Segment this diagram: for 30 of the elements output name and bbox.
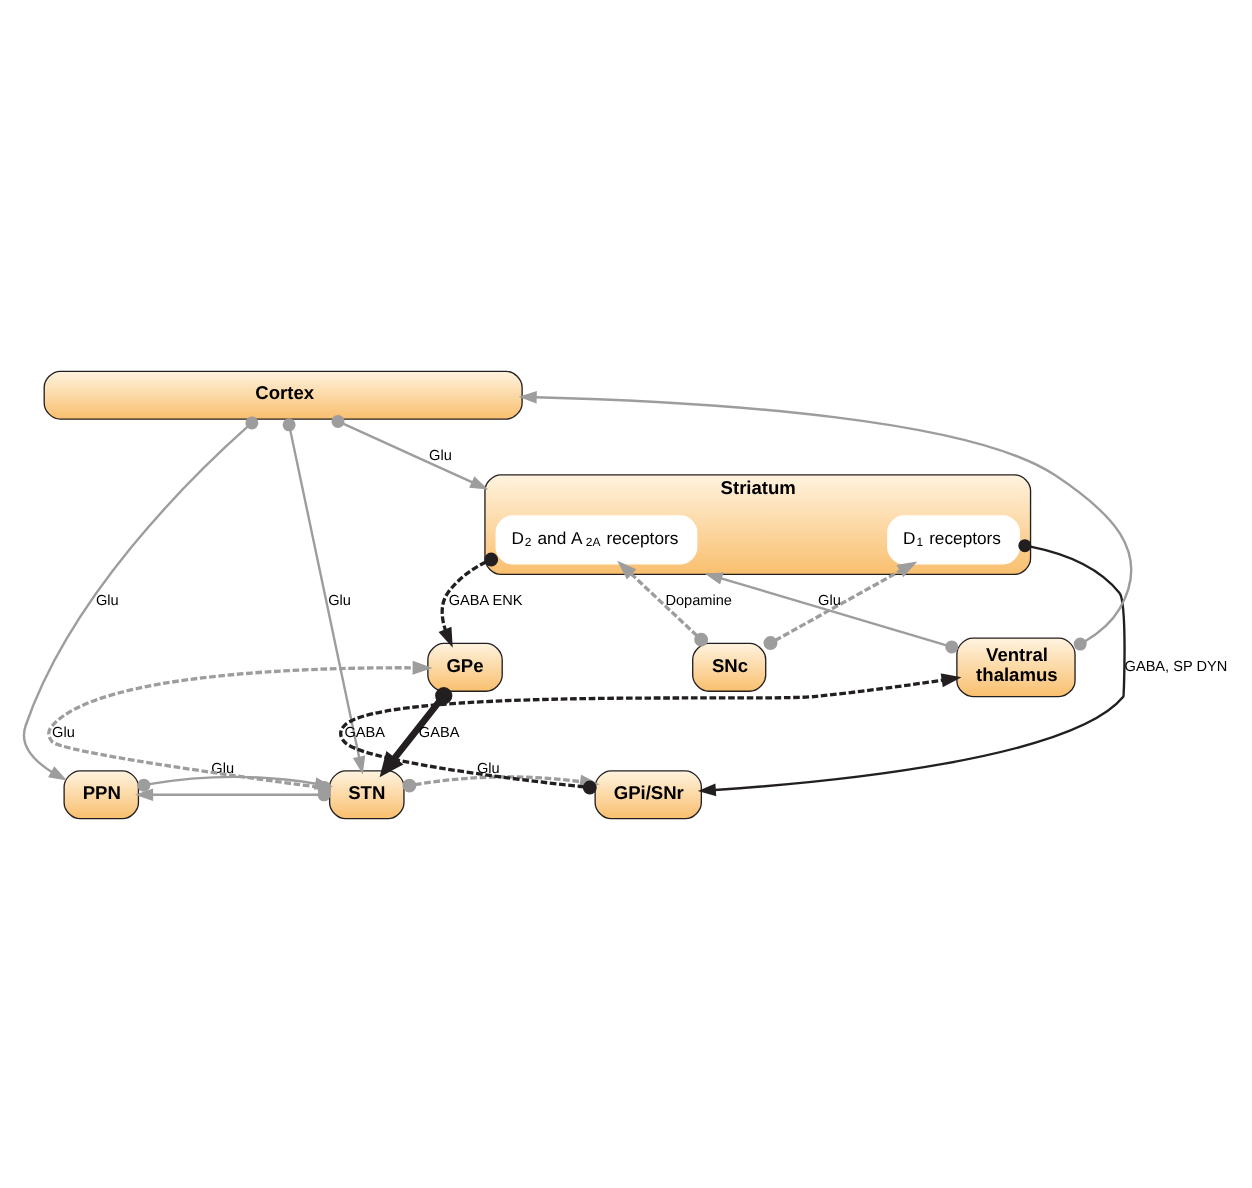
edge-label: GABA [344,722,386,741]
edge-label: GABA [418,722,460,741]
arrow [339,672,962,794]
arrow [763,560,918,650]
edge-label: Glu [818,589,841,608]
edge-label: GABA, SP DYN [1124,656,1228,675]
edge-label: Glu [328,589,351,608]
node-box: STN [328,769,405,819]
node-box: GPe [427,641,503,691]
node-box: PPN [63,769,140,819]
edge-label: Dopamine [665,589,732,608]
node-box: Ventral thalamus [956,636,1076,697]
arrow [697,538,1126,796]
node-box: Cortex [43,369,523,419]
edge-label: Glu [429,444,452,463]
edge-label: GABA ENK [448,589,523,608]
node-box: GPi/SNr [594,769,702,819]
arrow [518,389,1133,650]
arrow [438,551,499,647]
arrow [135,787,331,801]
node-box: SNc [692,641,767,691]
arrow [22,415,259,780]
edge-label: Glu [476,757,500,776]
edge-label: Glu [95,589,119,608]
arrow [617,559,709,646]
arrow [282,417,366,774]
arrow [704,571,959,653]
edge-label: Glu [52,722,75,741]
arrow [379,686,453,777]
arrow [331,413,489,489]
